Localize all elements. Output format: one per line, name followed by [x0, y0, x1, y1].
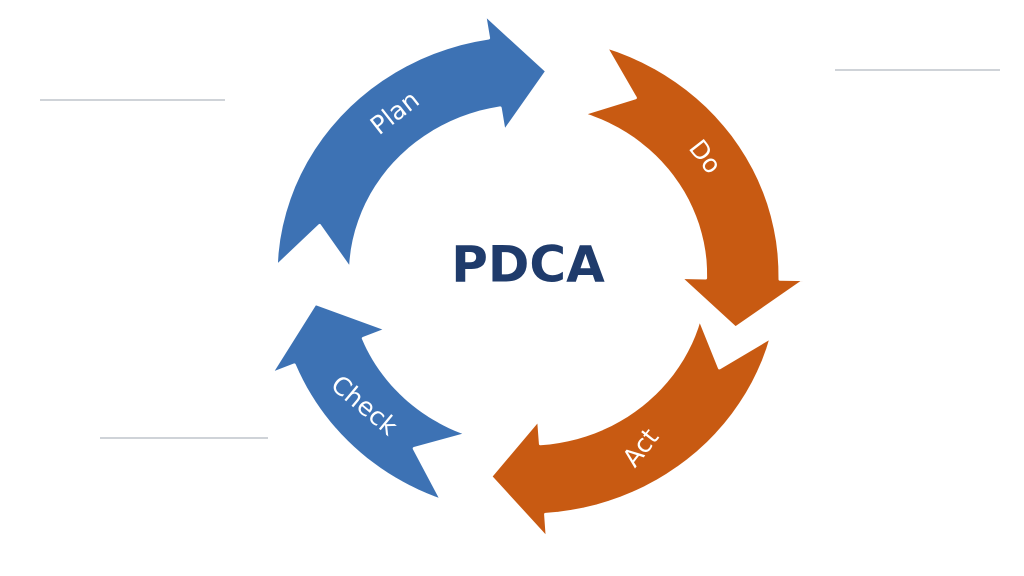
center-title: PDCA	[451, 236, 605, 294]
plan-arrow	[274, 12, 549, 271]
faint-background-lines	[40, 69, 1000, 439]
do-arrow	[581, 45, 807, 330]
cycle-arrows	[269, 12, 807, 540]
act-arrow	[489, 317, 773, 540]
check-arrow	[269, 302, 469, 502]
